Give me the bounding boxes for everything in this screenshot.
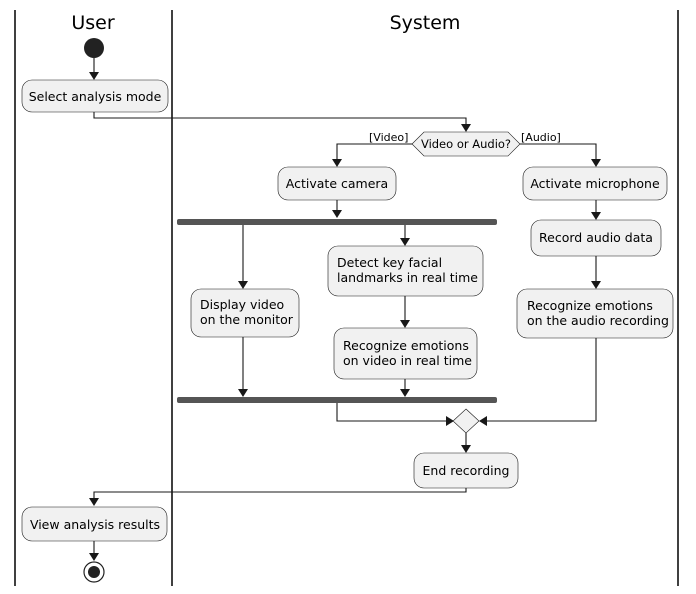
guard-audio: [Audio] [521,131,561,144]
join-bar [177,397,497,403]
node-record-audio-data: Record audio data [530,219,662,257]
arrowhead [332,159,342,167]
arrowhead [89,498,99,506]
arrowhead [479,416,487,426]
node-label: Activate microphone [530,176,660,191]
node-recognize-emotions-video: Recognize emotions on video in real time [333,327,478,380]
node-label: Select analysis mode [29,89,162,104]
node-label-line-1: Detect key facial [337,255,442,270]
node-label: Record audio data [539,230,653,245]
arrowhead [400,238,410,246]
arrowhead [89,72,99,80]
node-label-line-1: Recognize emotions [527,298,653,313]
arrowhead [238,389,248,397]
node-label: Activate camera [286,176,388,191]
start-node [84,38,104,58]
arrowhead [446,416,454,426]
fork-bar [177,219,497,225]
arrowhead [332,210,342,218]
edges [89,58,601,561]
node-label: End recording [423,463,510,478]
arrowhead [591,212,601,220]
node-label-line-2: landmarks in real time [337,270,478,285]
edge-audio-to-merge [485,338,597,422]
node-select-analysis-mode: Select analysis mode [21,79,169,113]
arrowhead [461,124,471,132]
arrowhead [400,320,410,328]
node-end-recording: End recording [413,452,519,489]
node-activate-microphone: Activate microphone [522,166,668,201]
node-label-line-2: on the monitor [200,312,294,327]
node-label-line-1: Recognize emotions [343,338,469,353]
node-label-line-1: Display video [200,297,284,312]
node-activate-camera: Activate camera [277,166,397,201]
decision-video-or-audio: Video or Audio? [411,131,521,157]
arrowhead [591,159,601,167]
node-recognize-emotions-audio: Recognize emotions on the audio recordin… [516,288,674,339]
decision-label: Video or Audio? [421,137,511,151]
arrowhead [591,281,601,289]
arrowhead [89,553,99,561]
edge-decision-audio [520,143,597,162]
node-label-line-2: on video in real time [343,353,472,368]
lane-title-user: User [71,12,114,34]
edge-end-recording-to-view [93,488,467,501]
node-display-video: Display video on the monitor [190,288,300,338]
end-node [83,561,105,583]
edge-decision-video [336,143,412,162]
edge-select-to-decision [93,112,467,127]
lane-title-system: System [390,12,461,34]
guard-video: [Video] [369,131,408,144]
node-label-line-2: on the audio recording [527,313,669,328]
arrowhead [400,389,410,397]
node-detect-landmarks: Detect key facial landmarks in real time [327,245,484,297]
arrowhead [461,445,471,453]
edge-join-to-merge [336,403,448,422]
node-label: View analysis results [30,517,160,532]
merge-diamond [452,408,480,434]
arrowhead [238,281,248,289]
node-view-analysis-results: View analysis results [21,506,168,542]
